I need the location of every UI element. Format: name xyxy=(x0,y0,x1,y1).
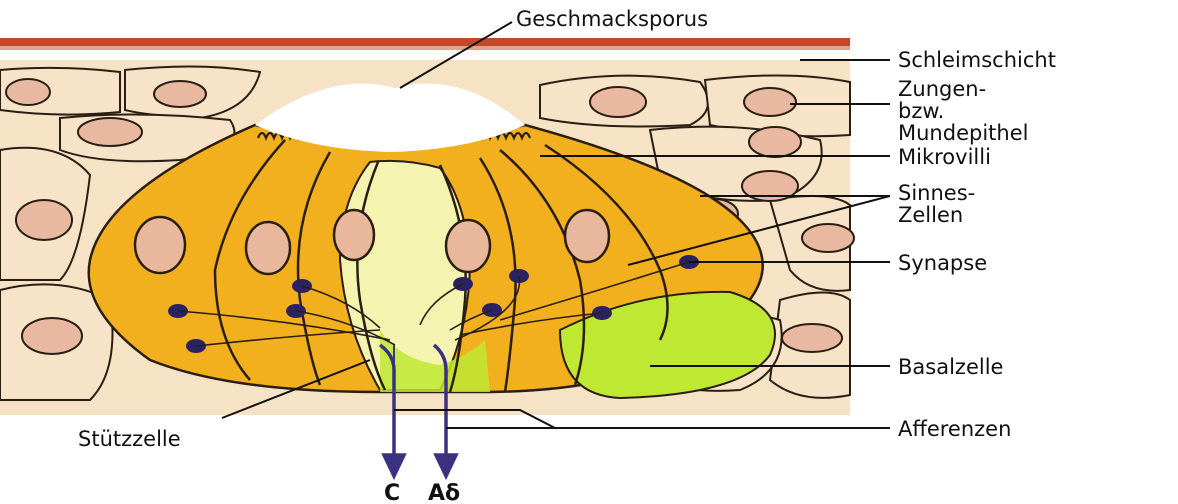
label-zungen-line1: Zungen- xyxy=(898,77,986,101)
label-synapse: Synapse xyxy=(898,251,987,275)
label-zungen-line2: bzw. xyxy=(898,99,944,123)
label-geschmacksporus: Geschmacksporus xyxy=(516,7,708,31)
label-sinnes-line2: Zellen xyxy=(898,203,963,227)
mucus-layer xyxy=(0,38,850,46)
label-mikrovilli: Mikrovilli xyxy=(898,145,991,169)
label-zungen-line3: Mundepithel xyxy=(898,121,1028,145)
fiber-c-arrow xyxy=(384,455,404,476)
label-afferenzen: Afferenzen xyxy=(898,417,1011,441)
label-schleimschicht: Schleimschicht xyxy=(898,48,1056,72)
label-basalzelle: Basalzelle xyxy=(898,355,1003,379)
label-fiber-adelta: Aδ xyxy=(428,481,460,504)
label-fiber-c: C xyxy=(384,481,400,504)
mucus-layer-light xyxy=(0,46,850,50)
label-stuetzzelle: Stützzelle xyxy=(78,427,181,451)
label-sinnes-line1: Sinnes- xyxy=(898,181,975,205)
fiber-adelta-arrow xyxy=(436,455,456,476)
